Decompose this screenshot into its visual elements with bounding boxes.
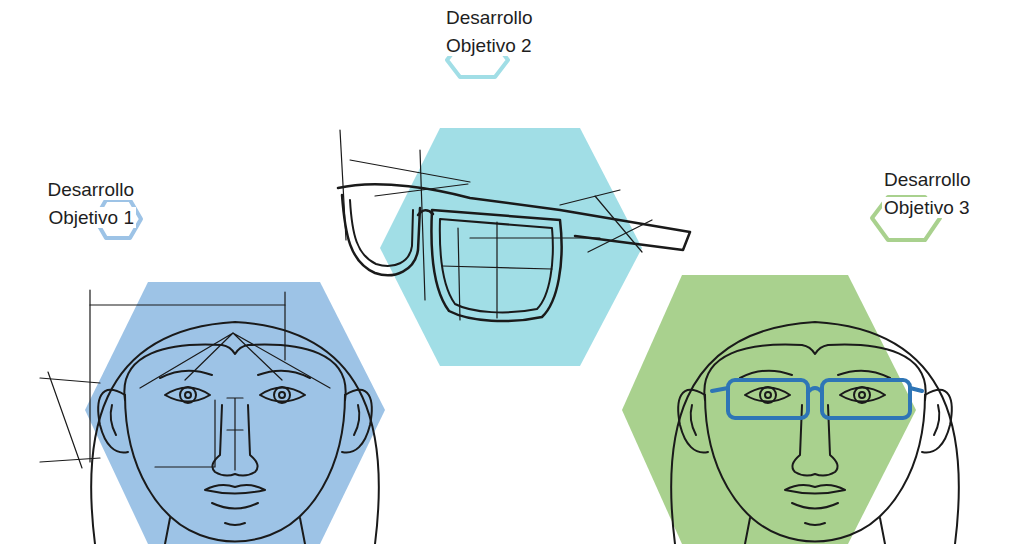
blue-hexagon (85, 282, 385, 544)
guide-line (48, 372, 82, 468)
construction-line (340, 130, 652, 320)
glasses-sketch (338, 130, 690, 321)
lens-guide (442, 222, 552, 318)
guide-line (227, 398, 243, 470)
label-box: Desarrollo Objetivo 1 (8, 176, 136, 232)
objective-label: Desarrollo Objetivo 3 (882, 169, 973, 218)
guide-line (40, 378, 100, 383)
guide-line (155, 400, 215, 467)
glasses-bridge (808, 388, 822, 392)
objective-label: Desarrollo Objetivo 1 (45, 179, 136, 228)
label-box: Desarrollo Objetivo 2 (444, 4, 568, 60)
guide-line (40, 458, 100, 462)
glasses-lens (728, 380, 808, 418)
glasses-temple (712, 388, 922, 391)
glasses-lens (440, 219, 553, 312)
glasses-lens (350, 200, 413, 266)
glasses-lens (342, 195, 420, 275)
objective-label: Desarrollo Objetivo 2 (444, 7, 535, 56)
measurement-lines (40, 290, 330, 470)
green-hexagon (622, 275, 916, 544)
face-sketch (671, 322, 959, 544)
label-box: Desarrollo Objetivo 3 (882, 166, 1008, 222)
guide-line (89, 290, 90, 462)
glasses-lens (822, 380, 910, 418)
worn-glasses (712, 380, 922, 418)
guide-line (284, 292, 285, 360)
guide-line (140, 333, 330, 388)
guide-line (90, 304, 285, 305)
face-sketch (91, 322, 379, 544)
glasses-lens (431, 210, 561, 321)
